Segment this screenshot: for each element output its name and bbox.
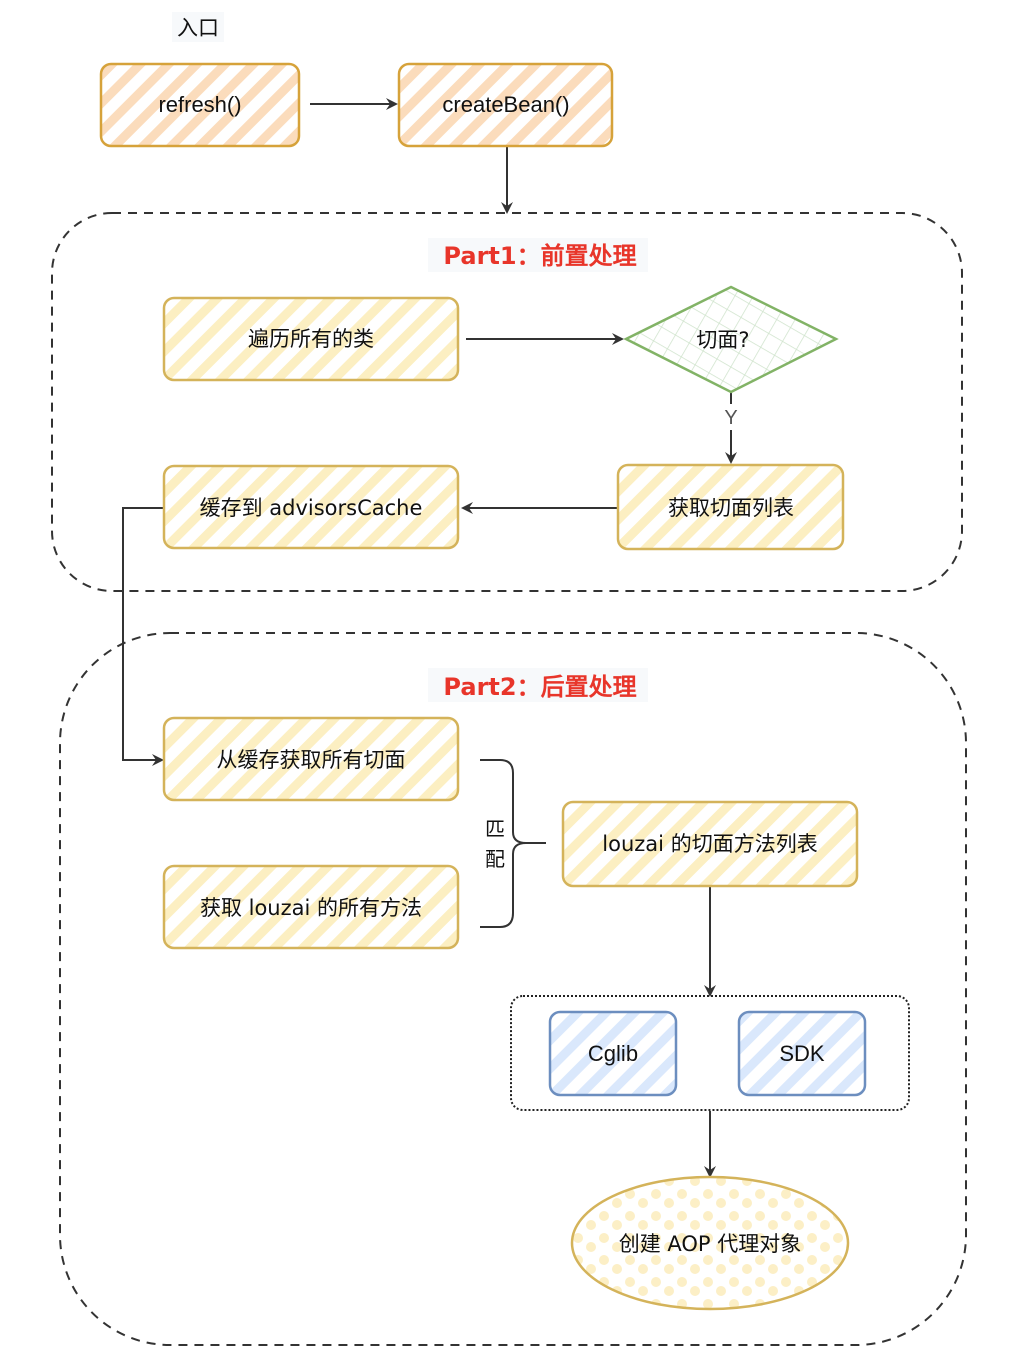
node-sdk[interactable]: SDK	[737, 1010, 867, 1097]
node-get-louzai-methods-label: 获取 louzai 的所有方法	[200, 896, 422, 920]
node-iterate-classes[interactable]: 遍历所有的类	[162, 296, 460, 382]
node-create-bean-label: createBean()	[442, 92, 569, 117]
part2-title: Part2：后置处理	[443, 673, 636, 701]
node-cglib-label: Cglib	[588, 1041, 638, 1066]
part1-group	[51, 212, 963, 592]
node-refresh[interactable]: refresh()	[99, 62, 301, 148]
node-create-bean[interactable]: createBean()	[397, 62, 614, 148]
node-get-louzai-methods[interactable]: 获取 louzai 的所有方法	[162, 864, 460, 950]
node-create-aop-proxy-label: 创建 AOP 代理对象	[619, 1232, 802, 1256]
proxy-types-group	[510, 995, 910, 1111]
node-cache-advisors[interactable]: 缓存到 advisorsCache	[162, 464, 460, 550]
node-is-aspect-label: 切面?	[696, 328, 749, 352]
node-get-all-aspects-label: 从缓存获取所有切面	[217, 748, 406, 772]
node-cache-advisors-label: 缓存到 advisorsCache	[200, 496, 423, 520]
node-get-aspect-list[interactable]: 获取切面列表	[616, 463, 845, 551]
node-refresh-label: refresh()	[158, 92, 241, 117]
edge-label-yes: Y	[724, 407, 737, 429]
node-louzai-aspect-methods[interactable]: louzai 的切面方法列表	[561, 800, 859, 888]
part2-title-bg	[428, 668, 648, 702]
node-is-aspect-decision[interactable]: 切面?	[623, 285, 839, 394]
node-get-all-aspects-from-cache[interactable]: 从缓存获取所有切面	[162, 716, 460, 802]
node-iterate-classes-label: 遍历所有的类	[248, 327, 374, 351]
node-louzai-aspect-methods-label: louzai 的切面方法列表	[602, 832, 817, 856]
entry-label: 入口	[177, 16, 219, 40]
part1-title-bg	[428, 238, 648, 272]
match-label-1: 匹	[485, 817, 505, 841]
edge-cache-to-get-all-aspects[interactable]	[122, 507, 164, 766]
entry-label-bg	[172, 12, 224, 42]
match-label-2: 配	[485, 847, 505, 871]
match-brace	[480, 759, 546, 928]
node-get-aspect-list-label: 获取切面列表	[668, 496, 794, 520]
part1-title: Part1：前置处理	[443, 242, 636, 270]
node-sdk-label: SDK	[779, 1041, 825, 1066]
node-cglib[interactable]: Cglib	[548, 1010, 678, 1097]
node-create-aop-proxy[interactable]: 创建 AOP 代理对象	[570, 1175, 850, 1311]
part2-group	[59, 632, 967, 1346]
